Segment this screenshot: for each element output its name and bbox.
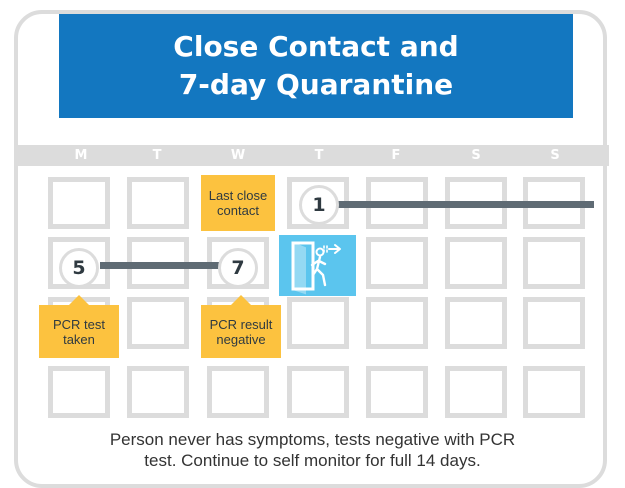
- day-label-monday: M: [74, 148, 88, 163]
- calendar-day-cell: [127, 366, 189, 418]
- title-banner: Close Contact and 7-day Quarantine: [59, 14, 573, 118]
- quarantine-line-week2: [100, 262, 222, 269]
- calendar-day-cell: [445, 237, 507, 289]
- pcr-test-taken-callout: PCR test taken: [39, 295, 119, 358]
- day-label-wednesday: W: [230, 148, 246, 163]
- calendar-day-cell: [366, 366, 428, 418]
- calendar-day-cell: [287, 366, 349, 418]
- weekday-header-bar: [15, 145, 609, 166]
- calendar-day-cell: [127, 177, 189, 229]
- callout-text-line: PCR result: [209, 316, 273, 332]
- calendar-day-cell: [48, 366, 110, 418]
- calendar-day-cell: [366, 237, 428, 289]
- title-line-1: Close Contact and: [173, 30, 459, 63]
- callout-text-line: contact: [217, 203, 259, 218]
- day-label-saturday: S: [471, 148, 481, 163]
- calendar-day-cell: [523, 297, 585, 349]
- calendar-day-cell: [287, 297, 349, 349]
- calendar-day-cell: [207, 366, 269, 418]
- pcr-result-callout: PCR result negative: [201, 295, 281, 358]
- day-label-thursday: T: [314, 148, 324, 163]
- title-line-2: 7-day Quarantine: [178, 68, 454, 101]
- guidance-line-2: test. Continue to self monitor for full …: [144, 451, 481, 470]
- calendar-day-cell: [366, 297, 428, 349]
- day-marker-7: 7: [218, 248, 258, 288]
- callout-text-line: PCR test: [52, 316, 105, 332]
- day-marker-5: 5: [59, 248, 99, 288]
- callout-text-line: taken: [63, 331, 95, 347]
- guidance-text: Person never has symptoms, tests negativ…: [20, 429, 605, 471]
- calendar-day-cell: [127, 297, 189, 349]
- day-label-friday: F: [391, 148, 401, 163]
- day-label-tuesday: T: [152, 148, 162, 163]
- guidance-line-1: Person never has symptoms, tests negativ…: [109, 430, 516, 449]
- calendar-day-cell: [523, 237, 585, 289]
- calendar-day-cell: [445, 366, 507, 418]
- last-contact-callout: Last close contact: [201, 175, 275, 231]
- calendar-day-cell: [48, 177, 110, 229]
- calendar-day-cell: [523, 366, 585, 418]
- day-marker-1: 1: [299, 185, 339, 225]
- calendar-day-cell: [445, 297, 507, 349]
- exit-quarantine-box: [279, 235, 356, 296]
- door-exit-icon: [291, 241, 341, 295]
- day-label-sunday: S: [550, 148, 560, 163]
- callout-text-line: Last close: [208, 188, 268, 203]
- callout-text-line: negative: [216, 331, 266, 347]
- quarantine-line-week1: [338, 201, 594, 208]
